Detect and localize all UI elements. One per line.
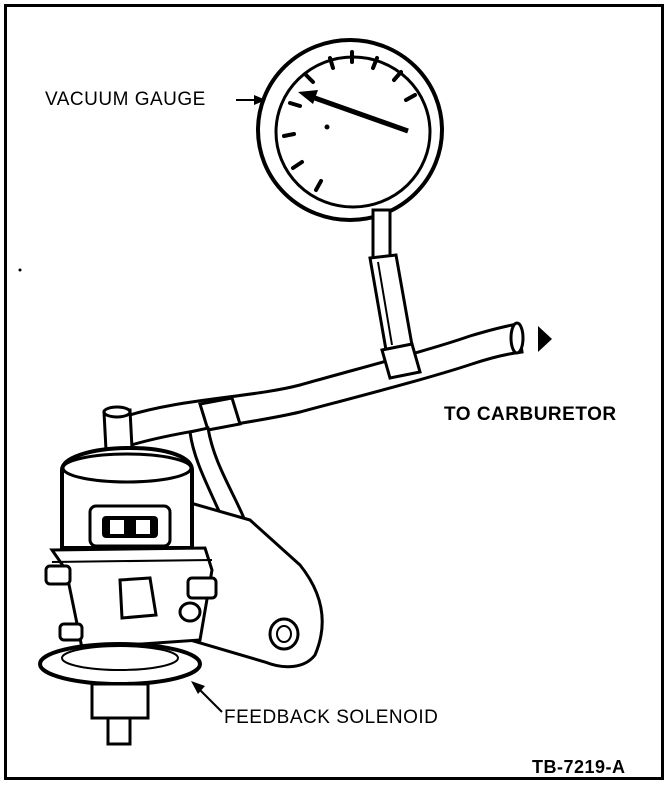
mounting-bracket (178, 497, 324, 669)
feedback-solenoid (38, 405, 218, 746)
gauge-hose (368, 253, 414, 352)
to-carburetor-label: TO CARBURETOR (444, 404, 617, 425)
flow-arrow-icon (538, 326, 552, 352)
vacuum-gauge (256, 38, 444, 262)
gauge-tick-marks (282, 50, 417, 192)
feedback-solenoid-label: FEEDBACK SOLENOID (224, 707, 439, 728)
figure-border (4, 4, 664, 780)
needle-icon (298, 90, 409, 134)
figure-id: TB-7219-A (532, 757, 626, 777)
leader-lines (191, 95, 266, 713)
carburetor-hose (118, 321, 525, 448)
vacuum-gauge-label: VACUUM GAUGE (45, 89, 206, 110)
